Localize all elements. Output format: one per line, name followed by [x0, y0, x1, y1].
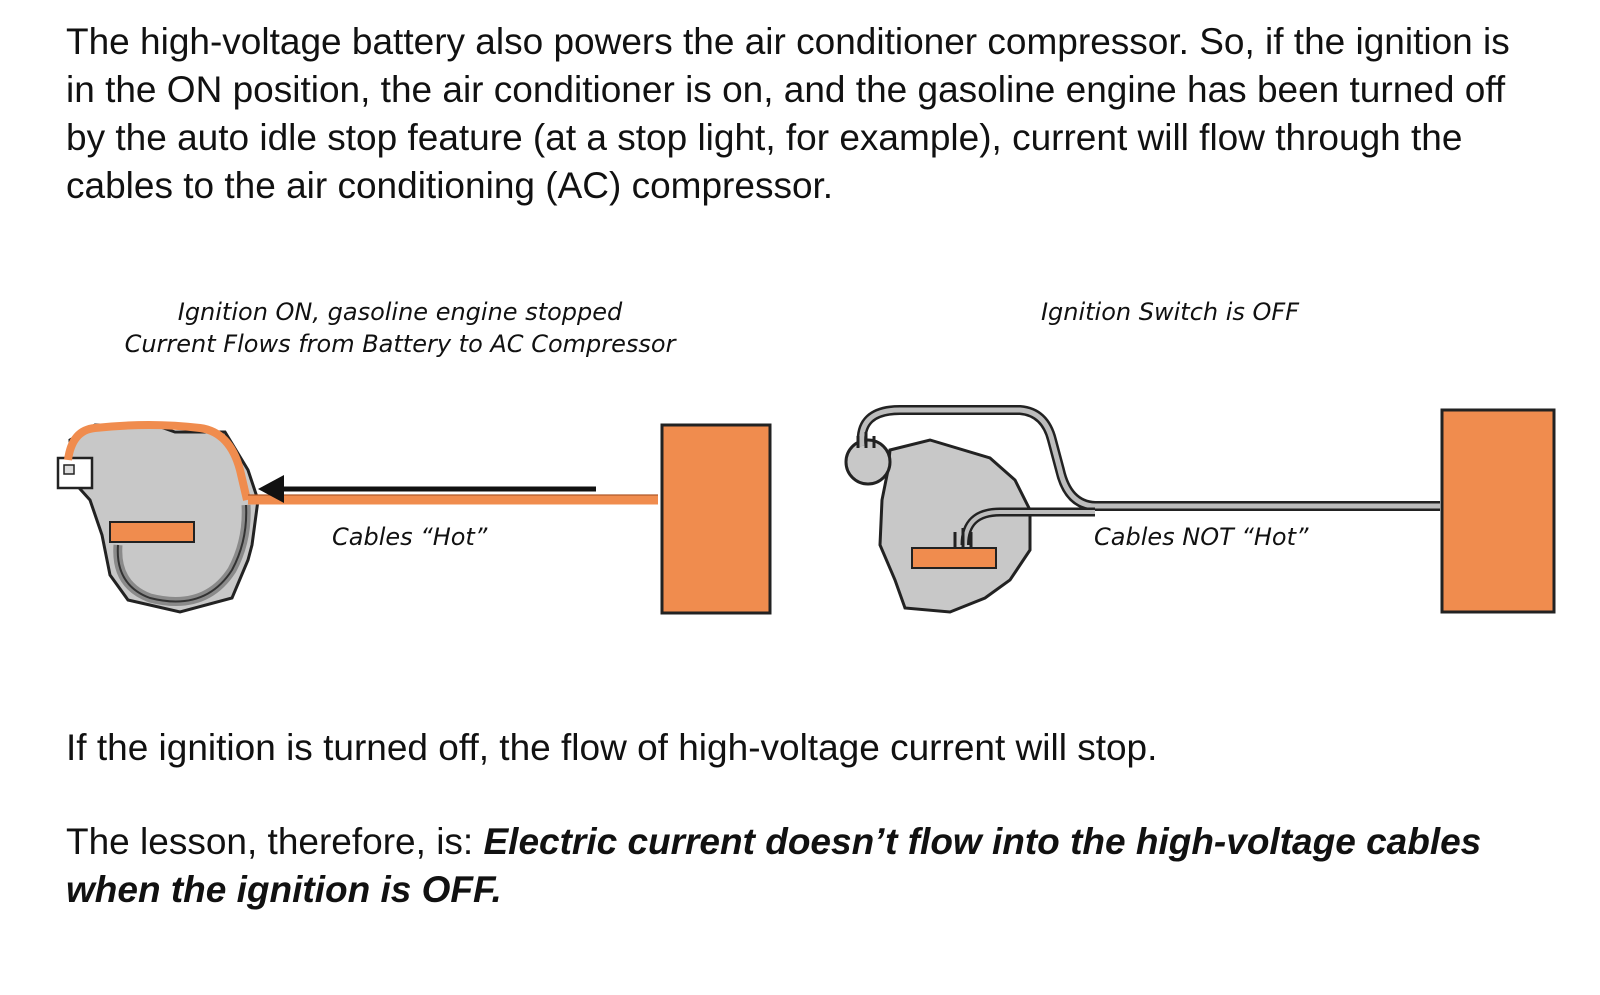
left-caption-line2: Current Flows from Battery to AC Compres… [124, 330, 676, 358]
left-engine-component [109, 521, 195, 543]
intro-paragraph: The high-voltage battery also powers the… [66, 21, 1510, 206]
lesson-paragraph: The lesson, therefore, is: Electric curr… [66, 818, 1546, 914]
right-engine-body [878, 438, 1032, 614]
right-diagram [844, 405, 1556, 614]
right-diagram-caption: Ignition Switch is OFF [1040, 298, 1300, 326]
right-cable-label: Cables NOT “Hot” [1094, 523, 1309, 551]
lesson-prefix: The lesson, therefore, is: [66, 821, 484, 862]
right-engine-component [911, 547, 997, 569]
left-ac-compressor [660, 423, 772, 615]
left-diagram-caption: Ignition ON, gasoline engine stopped Cur… [50, 296, 750, 360]
left-cable-label: Cables “Hot” [332, 523, 488, 551]
ignition-off-paragraph: If the ignition is turned off, the flow … [66, 727, 1158, 768]
right-battery [844, 438, 892, 486]
left-diagram [56, 421, 772, 615]
left-battery-box [56, 456, 94, 490]
left-hot-cable-top [64, 421, 251, 501]
lesson-emphasis: Electric current doesn’t flow into the h… [66, 821, 1482, 910]
left-caption-line1: Ignition ON, gasoline engine stopped [177, 298, 623, 326]
right-ac-compressor [1440, 408, 1556, 614]
